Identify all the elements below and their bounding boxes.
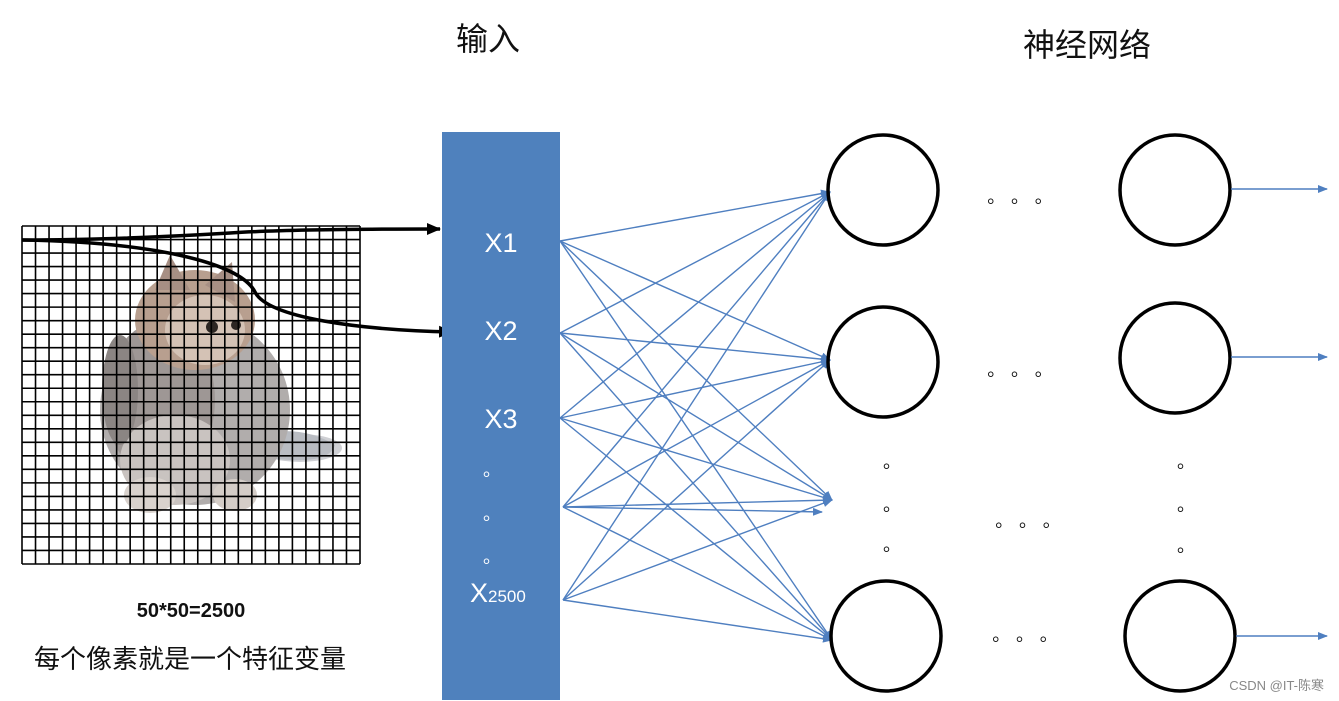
connection-line bbox=[562, 599, 833, 643]
connection-line bbox=[562, 506, 833, 641]
pixel-to-x2-arrow bbox=[21, 238, 453, 338]
output-node-2 bbox=[1118, 301, 1232, 415]
pixel-feature-caption: 每个像素就是一个特征变量 bbox=[34, 645, 346, 675]
connection-line bbox=[562, 359, 831, 508]
node-ellipsis-out-2: 。 bbox=[1177, 495, 1195, 516]
connection-line bbox=[559, 332, 831, 364]
layer-ellipsis-row-3: 。 。 。 bbox=[995, 511, 1060, 532]
connection-line bbox=[562, 496, 833, 508]
connection-line bbox=[562, 191, 831, 601]
layer-ellipsis-row-1: 。 。 。 bbox=[987, 187, 1052, 208]
input-label-x2: X2 bbox=[484, 316, 517, 346]
connection-line bbox=[562, 191, 831, 508]
connection-line bbox=[559, 332, 833, 641]
connection-line bbox=[562, 499, 833, 601]
connection-line bbox=[562, 359, 831, 601]
layer-ellipsis-row-2: 。 。 。 bbox=[987, 360, 1052, 381]
connection-line bbox=[559, 332, 833, 501]
node-ellipsis-h1-1: 。 bbox=[883, 452, 901, 473]
node-ellipsis-out-3: 。 bbox=[1177, 536, 1195, 557]
connection-line bbox=[559, 189, 831, 242]
connection-line bbox=[562, 506, 823, 516]
pixel-to-x1-arrow bbox=[21, 223, 441, 242]
input-label-x1: X1 bbox=[484, 228, 517, 258]
input-to-hidden-connections bbox=[559, 189, 833, 643]
node-ellipsis-h1-3: 。 bbox=[883, 535, 901, 556]
connection-line bbox=[559, 417, 833, 641]
input-ellipsis-1: 。 bbox=[483, 460, 501, 480]
input-label-x2500-sub: 2500 bbox=[488, 587, 526, 606]
connection-line bbox=[559, 240, 833, 501]
connection-line bbox=[559, 191, 831, 419]
input-layer-bar bbox=[442, 132, 560, 700]
layer-ellipsis-row-4: 。 。 。 bbox=[992, 625, 1057, 646]
pixel-grid bbox=[21, 225, 361, 565]
node-ellipsis-h1-2: 。 bbox=[883, 495, 901, 516]
input-ellipsis-3: 。 bbox=[483, 547, 501, 567]
hidden-node-2 bbox=[826, 305, 940, 419]
watermark: CSDN @IT-陈寒 bbox=[1229, 678, 1324, 693]
input-label-x2500-base: X bbox=[470, 578, 488, 608]
input-label-x3: X3 bbox=[484, 404, 517, 434]
output-node-3 bbox=[1123, 579, 1237, 693]
input-label-x2500: X2500 bbox=[470, 578, 526, 608]
output-node-1 bbox=[1118, 133, 1232, 247]
connection-line bbox=[559, 191, 831, 334]
connection-line bbox=[559, 417, 833, 502]
connection-line bbox=[559, 240, 831, 361]
connection-line bbox=[559, 240, 833, 641]
hidden-node-3 bbox=[829, 579, 943, 693]
connection-line bbox=[559, 357, 831, 419]
input-ellipsis-2: 。 bbox=[483, 504, 501, 524]
node-ellipsis-out-1: 。 bbox=[1177, 452, 1195, 473]
network-title: 神经网络 bbox=[1023, 26, 1151, 64]
input-title: 输入 bbox=[456, 20, 520, 58]
hidden-node-1 bbox=[826, 133, 940, 247]
pixel-count-formula: 50*50=2500 bbox=[137, 600, 245, 622]
